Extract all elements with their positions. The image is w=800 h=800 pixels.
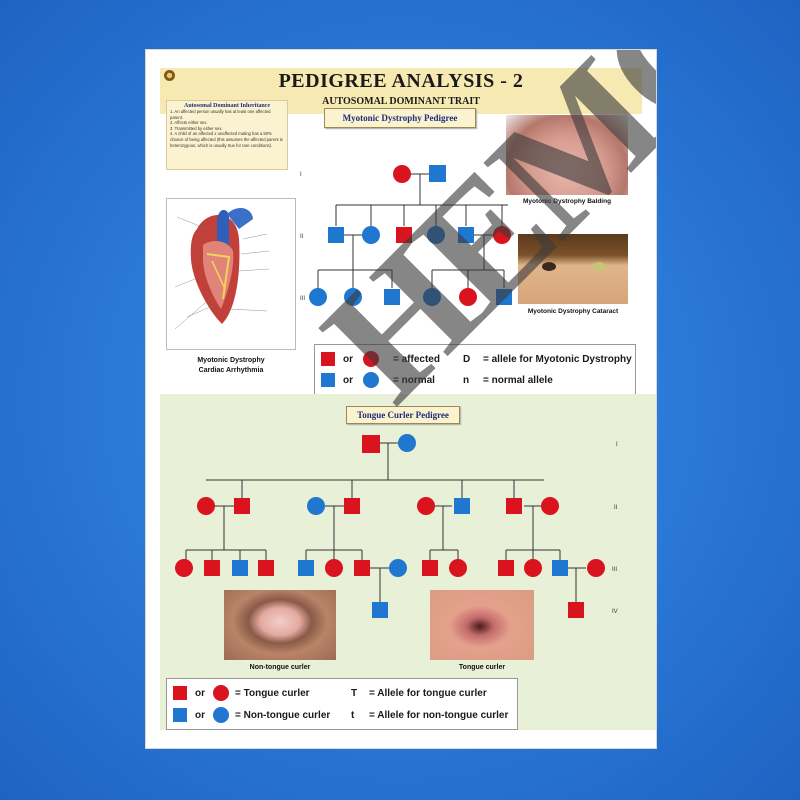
gen-label: III: [300, 296, 305, 302]
pedigree-female-affected: [459, 288, 477, 306]
pedigree-female-normal: [309, 288, 327, 306]
pedigree-female-affected: [524, 559, 542, 577]
pedigree-male-normal: [384, 289, 400, 305]
gen-label: I: [300, 172, 302, 178]
legend-or: or: [195, 688, 205, 699]
poster-subtitle: AUTOSOMAL DOMINANT TRAIT: [322, 96, 480, 107]
pedigree-male-affected: [498, 560, 514, 576]
legend-or: or: [195, 710, 205, 721]
autosomal-dominant-box: Autosomal Dominant Inheritance 1. An aff…: [166, 100, 288, 170]
ad-item: 4. A child of an affected x unaffected m…: [170, 131, 283, 148]
pedigree-male-affected: [354, 560, 370, 576]
pedigree-male-normal: [429, 165, 446, 182]
pedigree-female-affected: [417, 497, 435, 515]
legend-circle-non-curler: [213, 707, 229, 723]
pedigree-male-normal: [298, 560, 314, 576]
pedigree-male-affected: [396, 227, 412, 243]
legend-square-affected: [321, 352, 335, 366]
tongue-legend: or = Tongue curler T = Allele for tongue…: [166, 678, 518, 730]
heart-caption-1: Myotonic Dystrophy: [197, 357, 265, 364]
legend-square-curler: [173, 686, 187, 700]
tongue-pedigree-tag: Tongue Curler Pedigree: [346, 406, 460, 424]
pedigree-male-normal: [232, 560, 248, 576]
curler-caption: Tongue curler: [458, 664, 506, 671]
legend-allele-T: T: [351, 688, 358, 699]
legend-or: or: [343, 375, 353, 386]
legend-non-curler: = Non-tongue curler: [235, 710, 331, 721]
ad-item: 2. Affects either sex.: [170, 120, 208, 126]
pedigree-male-affected: [506, 498, 522, 514]
heart-illustration: [174, 207, 270, 330]
pedigree-female-normal: [344, 288, 362, 306]
pedigree-female-affected: [175, 559, 193, 577]
legend-allele-D: D: [463, 354, 471, 365]
legend-affected: = affected: [393, 354, 440, 365]
gen-label: III: [612, 567, 617, 573]
gen-label: II: [614, 505, 618, 511]
heart-diagram: Myotonic Dystrophy Cardiac Arrhythmia: [166, 198, 296, 374]
tongue-pedigree-chart: I II III IV: [175, 434, 618, 618]
pedigree-male-affected: [204, 560, 220, 576]
pedigree-female-affected: [325, 559, 343, 577]
pedigree-male-normal: [328, 227, 344, 243]
pedigree-male-affected: [422, 560, 438, 576]
pedigree-male-affected: [362, 435, 380, 453]
heart-caption-2: Cardiac Arrhythmia: [198, 367, 264, 374]
publisher-logo-icon: [164, 70, 175, 81]
gen-label: I: [616, 442, 618, 448]
pedigree-male-affected: [234, 498, 250, 514]
pedigree-female-normal: [423, 288, 441, 306]
pedigree-poster: PEDIGREE ANALYSIS - 2 AUTOSOMAL DOMINANT…: [146, 50, 656, 748]
legend-allele-D-desc: = allele for Myotonic Dystrophy: [483, 354, 632, 365]
legend-square-normal: [321, 373, 335, 387]
cataract-caption: Myotonic Dystrophy Cataract: [527, 308, 619, 315]
pedigree-male-affected: [344, 498, 360, 514]
pedigree-female-affected: [393, 165, 411, 183]
tongue-curler-photo: [430, 590, 534, 660]
gen-label: II: [300, 234, 304, 240]
legend-curler: = Tongue curler: [235, 688, 310, 699]
legend-allele-t: t: [351, 710, 355, 721]
ad-item: 1. An affected person usually has at lea…: [170, 109, 271, 120]
pedigree-female-normal: [389, 559, 407, 577]
pedigree-male-normal: [372, 602, 388, 618]
legend-square-non-curler: [173, 708, 187, 722]
poster-title: PEDIGREE ANALYSIS - 2: [278, 70, 524, 92]
legend-allele-n-desc: = normal allele: [483, 375, 553, 386]
legend-normal: = normal: [393, 375, 435, 386]
legend-allele-t-desc: = Allele for non-tongue curler: [369, 710, 509, 721]
non-curler-caption: Non-tongue curler: [249, 664, 311, 671]
legend-circle-curler: [213, 685, 229, 701]
myotonic-legend: or = affected D = allele for Myotonic Dy…: [314, 344, 636, 396]
legend-or: or: [343, 354, 353, 365]
pedigree-male-affected: [258, 560, 274, 576]
pedigree-female-normal: [427, 226, 445, 244]
ad-box-title: Autosomal Dominant Inheritance: [183, 103, 270, 109]
balding-caption: Myotonic Dystrophy Balding: [522, 198, 612, 205]
pedigree-male-normal: [552, 560, 568, 576]
pedigree-female-normal: [398, 434, 416, 452]
ad-item: 3. Transmitted by either sex.: [170, 125, 223, 131]
pedigree-female-affected: [541, 497, 559, 515]
pedigree-female-affected: [449, 559, 467, 577]
legend-circle-normal: [363, 372, 379, 388]
legend-allele-n: n: [463, 375, 470, 386]
non-tongue-curler-photo: [224, 590, 336, 660]
gen-label: IV: [612, 609, 618, 615]
pedigree-female-affected: [493, 226, 511, 244]
balding-photo: [506, 115, 628, 195]
pedigree-male-affected: [568, 602, 584, 618]
myotonic-pedigree-tag: Myotonic Dystrophy Pedigree: [324, 108, 476, 128]
legend-allele-T-desc: = Allele for tongue curler: [369, 688, 487, 699]
pedigree-male-normal: [496, 289, 512, 305]
cataract-photo: [518, 234, 628, 304]
pedigree-male-normal: [454, 498, 470, 514]
pedigree-female-affected: [587, 559, 605, 577]
pedigree-female-affected: [197, 497, 215, 515]
myotonic-pedigree-chart: I II III: [300, 165, 512, 306]
pedigree-female-normal: [307, 497, 325, 515]
pedigree-male-normal: [458, 227, 474, 243]
legend-circle-affected: [363, 351, 379, 367]
pedigree-female-normal: [362, 226, 380, 244]
